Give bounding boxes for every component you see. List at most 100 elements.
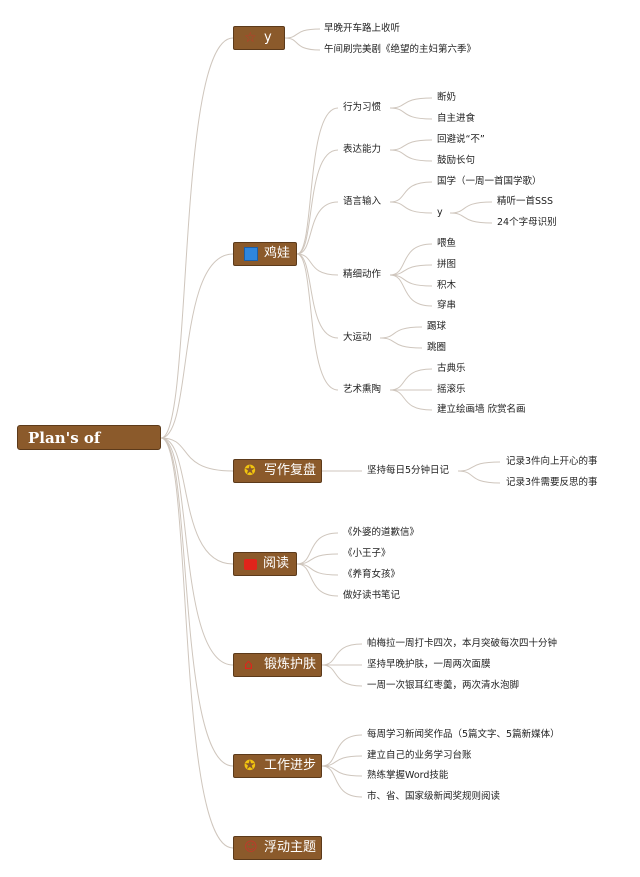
leaf-node[interactable]: 《小王子》 (343, 548, 391, 559)
connector-line (160, 437, 234, 849)
star-icon: ☆ (244, 30, 257, 46)
root-node[interactable]: Plan's of (17, 425, 161, 450)
branch-label: 浮动主题 (264, 840, 317, 855)
house-icon: ⌂ (244, 657, 253, 673)
subtopic-node[interactable]: y (437, 207, 443, 218)
branch-label: y (264, 30, 272, 45)
connector-line (296, 253, 339, 339)
branch-node-y[interactable]: ☆ y (233, 26, 285, 50)
connector-line (389, 389, 433, 411)
leaf-node[interactable]: 帕梅拉一周打卡四次，本月突破每次四十分钟 (367, 638, 558, 649)
subtopic-node[interactable]: 表达能力 (343, 144, 382, 155)
connector-line (160, 37, 234, 439)
leaf-node[interactable]: 记录3件向上开心的事 (506, 456, 598, 467)
subtopic-node[interactable]: 坚持每日5分钟日记 (367, 465, 450, 476)
leaf-node[interactable]: 自主进食 (437, 113, 476, 124)
subtopic-node[interactable]: 大运动 (343, 332, 372, 343)
leaf-node[interactable]: 一周一次银耳红枣羹，两次清水泡脚 (367, 680, 520, 691)
leaf-node[interactable]: 穿串 (437, 300, 457, 311)
branch-node-reading[interactable]: 阅读 (233, 552, 297, 576)
connector-line (160, 437, 234, 565)
leaf-node[interactable]: 国学（一周一首国学歌） (437, 176, 542, 187)
connector-line (389, 274, 433, 307)
branch-label: 工作进步 (264, 758, 317, 773)
connector-line (296, 107, 339, 255)
connector-line (321, 664, 363, 687)
leaf-node[interactable]: 24个字母识别 (497, 217, 557, 228)
subtopic-node[interactable]: 精细动作 (343, 269, 382, 280)
branch-node-work[interactable]: ✪ 工作进步 (233, 754, 322, 778)
connector-line (284, 37, 321, 51)
connector-line (160, 437, 234, 666)
leaf-node[interactable]: 喂鱼 (437, 238, 457, 249)
branch-label: 锻炼护肤 (264, 657, 317, 672)
leaf-node[interactable]: 摇滚乐 (437, 384, 466, 395)
leaf-node[interactable]: 市、省、国家级新闻奖规则阅读 (367, 791, 501, 802)
connector-line (321, 765, 363, 798)
medal-icon: ✪ (244, 463, 256, 479)
connector-line (389, 264, 433, 276)
leaf-node[interactable]: 熟练掌握Word技能 (367, 770, 449, 781)
subtopic-node[interactable]: 艺术熏陶 (343, 384, 382, 395)
connector-line (160, 437, 234, 472)
connector-line (296, 253, 339, 276)
connector-line (389, 368, 433, 391)
connector-line (296, 253, 339, 391)
leaf-node[interactable]: 跳圈 (427, 342, 447, 353)
blue-square-icon (244, 247, 258, 261)
branch-label: 写作复盘 (264, 463, 317, 478)
leaf-node[interactable]: 精听一首SSS (497, 196, 554, 207)
leaf-node[interactable]: 建立自己的业务学习台账 (367, 750, 472, 761)
branch-node-exercise[interactable]: ⌂ 锻炼护肤 (233, 653, 322, 677)
connector-line (379, 337, 423, 349)
connector-line (321, 734, 363, 767)
connector-line (389, 181, 433, 203)
connector-line (296, 532, 339, 565)
connector-line (389, 107, 433, 120)
leaf-node[interactable]: 《养育女孩》 (343, 569, 401, 580)
leaf-node[interactable]: 建立绘画墙 欣赏名画 (437, 404, 526, 415)
branch-node-writing[interactable]: ✪ 写作复盘 (233, 459, 322, 483)
smile-icon: ☺ (244, 840, 258, 855)
connector-line (284, 28, 321, 39)
leaf-node[interactable]: 《外婆的道歉信》 (343, 527, 420, 538)
leaf-node[interactable]: 踢球 (427, 321, 447, 332)
subtopic-node[interactable]: 语言输入 (343, 196, 382, 207)
branch-label: 阅读 (263, 556, 290, 571)
branch-node-jiwa[interactable]: 鸡娃 (233, 242, 297, 266)
connector-line (449, 201, 493, 214)
leaf-node[interactable]: 鼓励长句 (437, 155, 476, 166)
connector-line (160, 253, 234, 439)
connector-line (321, 755, 363, 767)
leaf-node[interactable]: 古典乐 (437, 363, 466, 374)
leaf-node[interactable]: 断奶 (437, 92, 457, 103)
leaf-node[interactable]: 坚持早晚护肤，一周两次面膜 (367, 659, 491, 670)
leaf-node[interactable]: 记录3件需要反思的事 (506, 477, 598, 488)
connector-line (296, 563, 339, 597)
leaf-node[interactable]: 拼图 (437, 259, 457, 270)
connector-line (449, 212, 493, 224)
connector-line (389, 201, 433, 214)
connector-line (296, 149, 339, 255)
branch-node-floating[interactable]: ☺ 浮动主题 (233, 836, 322, 860)
leaf-node[interactable]: 午间刷完美剧《绝望的主妇第六季》 (324, 44, 477, 55)
root-label: Plan's of (28, 429, 101, 447)
leaf-node[interactable]: 早晚开车路上收听 (324, 23, 401, 34)
connector-line (457, 461, 501, 472)
connector-line (160, 437, 234, 767)
leaf-node[interactable]: 每周学习新闻奖作品（5篇文字、5篇新媒体） (367, 729, 560, 740)
connector-line (321, 643, 363, 666)
connector-line (457, 470, 501, 484)
connector-line (389, 149, 433, 162)
medal-icon: ✪ (244, 758, 256, 774)
branch-label: 鸡娃 (264, 246, 291, 261)
subtopic-node[interactable]: 行为习惯 (343, 102, 382, 113)
leaf-node[interactable]: 回避说“不” (437, 134, 485, 145)
connector-line (296, 201, 339, 255)
leaf-node[interactable]: 做好读书笔记 (343, 590, 401, 601)
connector-line (389, 97, 433, 109)
leaf-node[interactable]: 积木 (437, 280, 457, 291)
connector-line (389, 139, 433, 151)
